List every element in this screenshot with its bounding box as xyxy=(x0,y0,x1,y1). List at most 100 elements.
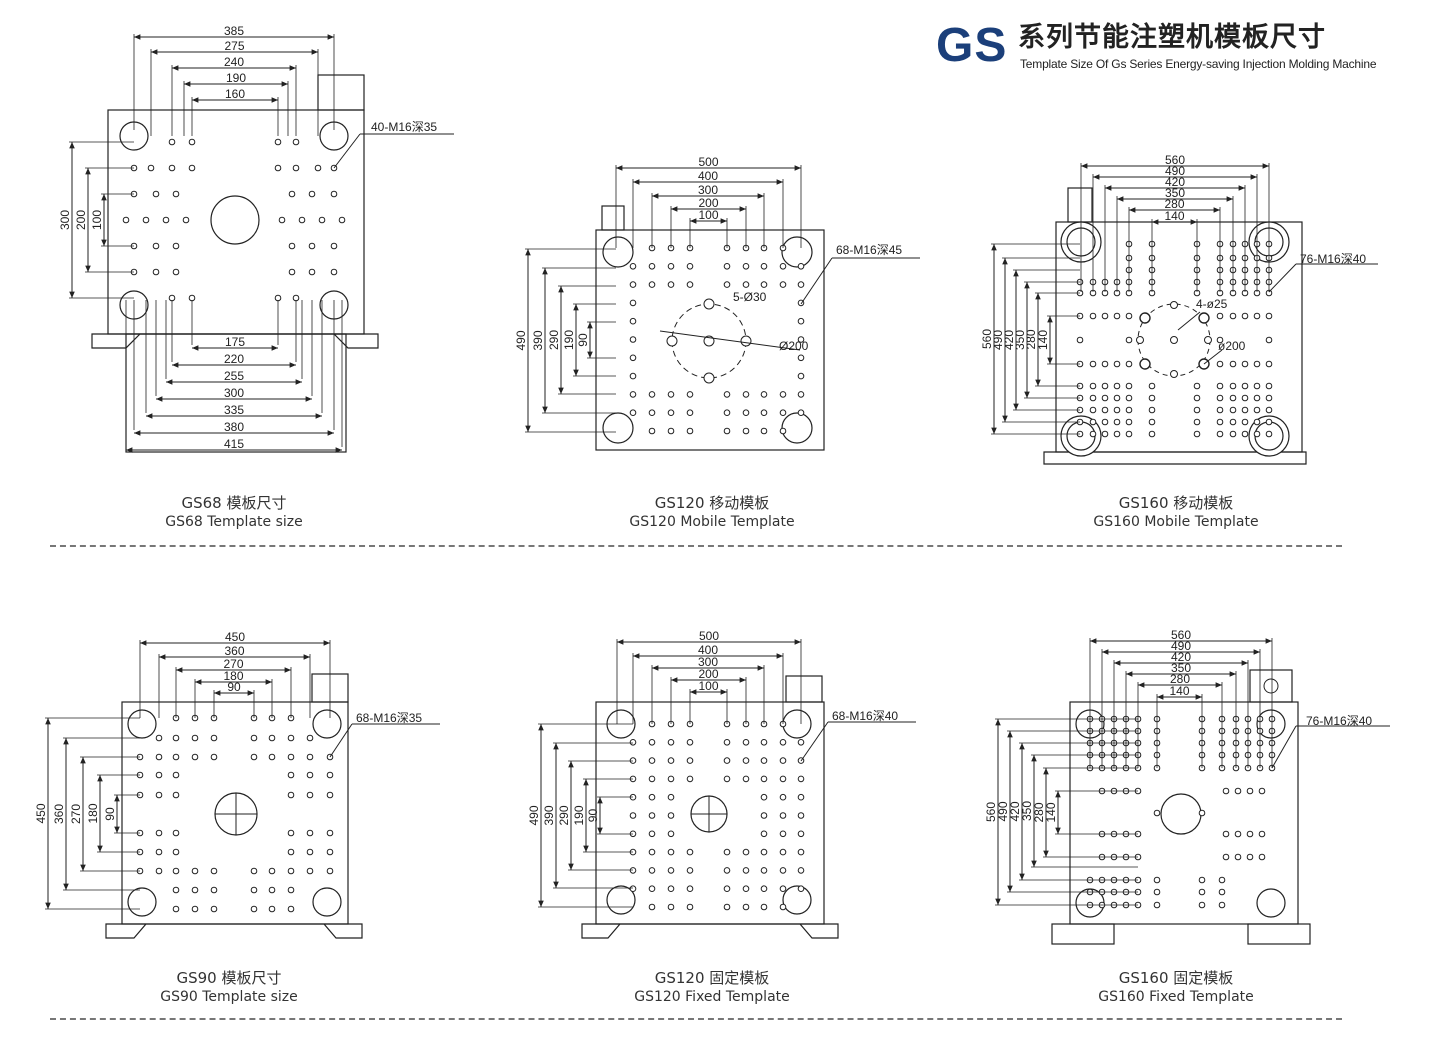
dim-arrow xyxy=(265,679,272,685)
gs160m-ejector-hole xyxy=(1204,336,1212,344)
gs68-dim-label: 160 xyxy=(225,87,245,101)
bolt-hole xyxy=(1193,406,1201,414)
dim-arrow xyxy=(1019,743,1025,750)
caption-gs160f-en: GS160 Fixed Template xyxy=(1098,989,1254,1005)
gs120f-dim-label: 500 xyxy=(699,629,719,643)
bolt-hole xyxy=(779,885,787,893)
bolt-hole xyxy=(1216,406,1224,414)
dim-arrow xyxy=(289,362,296,368)
bolt-hole xyxy=(667,903,675,911)
caption-gs120f-cn: GS120 固定模板 xyxy=(654,969,770,987)
bolt-hole xyxy=(188,138,196,146)
bolt-hole xyxy=(1246,787,1254,795)
gs90-callout: 68-M16深35 xyxy=(356,711,422,725)
bolt-hole xyxy=(686,775,694,783)
bolt-hole xyxy=(172,753,180,761)
dim-arrow xyxy=(1047,357,1053,364)
bolt-hole xyxy=(1113,312,1121,320)
gs160f-lug-hole xyxy=(1263,678,1279,694)
gs120m-tie-bar-hole xyxy=(781,236,813,268)
bolt-hole xyxy=(723,391,731,398)
dim-arrow xyxy=(281,81,288,87)
bolt-hole xyxy=(667,775,675,783)
gs160f-dim-label: 490 xyxy=(1171,639,1191,653)
dim-arrow xyxy=(1024,282,1030,289)
gs120m-dim-label: 490 xyxy=(514,330,528,350)
dim-arrow xyxy=(114,795,120,802)
bolt-hole xyxy=(742,409,750,417)
dim-arrow xyxy=(1138,682,1145,688)
dim-arrow xyxy=(720,689,727,695)
gs120f-dim-label: 390 xyxy=(542,805,556,825)
dim-arrow xyxy=(63,883,69,890)
dim-arrow xyxy=(1129,207,1136,213)
bolt-hole xyxy=(1148,382,1156,390)
dim-arrow xyxy=(195,679,202,685)
gs120f-dim-label: 490 xyxy=(527,805,541,825)
bolt-hole xyxy=(667,848,675,856)
bolt-hole xyxy=(274,294,282,302)
gs160m-dim-label: 560 xyxy=(980,329,994,349)
bolt-hole xyxy=(723,427,731,435)
gs160m-plate-lug xyxy=(1067,187,1093,223)
gs160f-dim-label: 490 xyxy=(996,801,1010,821)
gs160m-ejector-hole xyxy=(1170,336,1178,344)
gs120m-dim-label: 290 xyxy=(547,330,561,350)
gs68-dim-label: 220 xyxy=(224,352,244,366)
bolt-hole xyxy=(1265,382,1273,390)
bolt-hole xyxy=(172,190,180,198)
bolt-hole xyxy=(287,848,295,856)
bolt-hole xyxy=(629,739,637,746)
bolt-hole xyxy=(667,427,675,435)
bolt-hole xyxy=(648,739,656,746)
dim-arrow xyxy=(558,387,564,394)
bolt-hole xyxy=(1265,360,1273,368)
bolt-hole xyxy=(1101,360,1109,368)
bolt-hole xyxy=(1198,888,1206,896)
dim-arrow xyxy=(1229,671,1236,677)
bolt-hole xyxy=(797,372,805,380)
dim-arrow xyxy=(315,413,322,419)
gs68-dim-label: 300 xyxy=(58,210,72,230)
bolt-hole xyxy=(1089,418,1097,426)
dim-arrow xyxy=(1002,258,1008,265)
bolt-hole xyxy=(797,336,805,343)
dim-arrow xyxy=(126,447,133,453)
dim-arrow xyxy=(568,761,574,768)
bolt-hole xyxy=(1222,830,1230,838)
bolt-hole xyxy=(1125,382,1133,390)
dim-arrow xyxy=(159,654,166,660)
dim-arrow xyxy=(583,779,589,786)
gs120f-dim-label: 290 xyxy=(557,805,571,825)
bolt-hole xyxy=(152,190,160,198)
bolt-hole xyxy=(797,775,805,783)
bolt-hole xyxy=(1101,430,1109,438)
bolt-hole xyxy=(797,354,805,362)
bolt-hole xyxy=(306,791,314,799)
bolt-hole xyxy=(742,281,750,288)
dim-arrow xyxy=(1114,660,1121,666)
bolt-hole xyxy=(779,739,787,746)
dim-arrow xyxy=(652,665,659,671)
gs90-dim-label: 360 xyxy=(52,804,66,824)
bolt-hole xyxy=(1125,336,1133,344)
bolt-hole xyxy=(1265,312,1273,320)
gs160m-ejector-hole xyxy=(1139,312,1151,324)
gs68-dim-label: 275 xyxy=(224,39,244,53)
bolt-hole xyxy=(168,164,176,172)
dim-arrow xyxy=(995,898,1001,905)
gs120m-dim-label: 500 xyxy=(698,155,718,169)
bolt-hole xyxy=(147,164,155,172)
bolt-hole xyxy=(1265,418,1273,426)
dim-arrow xyxy=(184,81,191,87)
gs160m-callout: 76-M16深40 xyxy=(1300,252,1366,266)
bolt-hole xyxy=(172,867,180,875)
bolt-hole xyxy=(1101,312,1109,320)
dim-arrow xyxy=(97,845,103,852)
bolt-hole xyxy=(629,409,637,417)
gs120m-dim-label: 400 xyxy=(698,169,718,183)
bolt-hole xyxy=(629,391,637,398)
dim-arrow xyxy=(146,413,153,419)
bolt-hole xyxy=(742,903,750,911)
dim-arrow xyxy=(192,345,199,351)
